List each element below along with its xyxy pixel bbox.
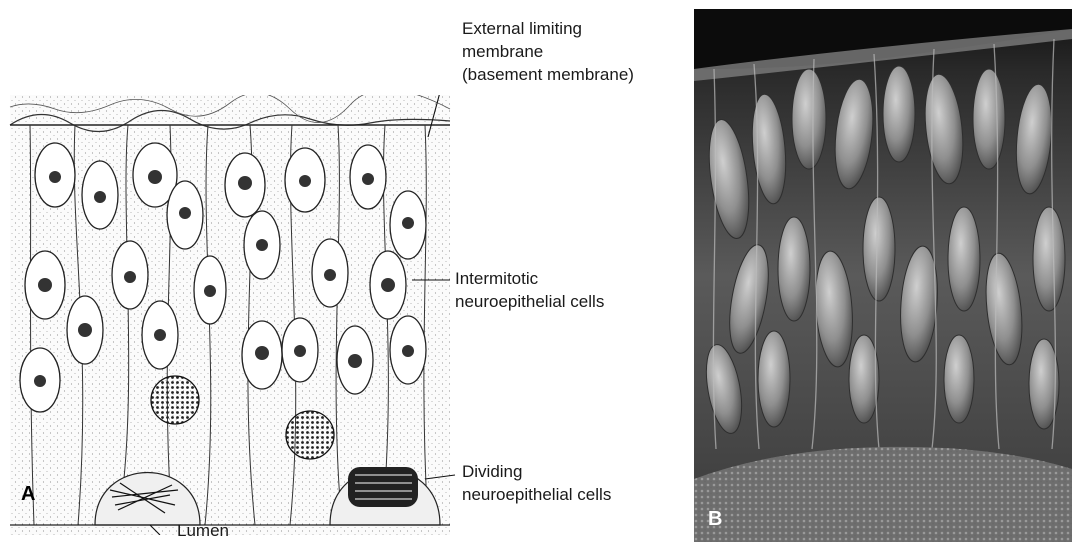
panel-a-letter: A (21, 483, 35, 506)
label-intermitotic-line1: Intermitotic (455, 269, 538, 289)
label-external-limiting-line2: membrane (462, 42, 543, 62)
label-dividing-line1: Dividing (462, 462, 522, 482)
panel-b-micrograph (694, 9, 1072, 542)
label-external-limiting-line1: External limiting (462, 19, 582, 39)
label-dividing-line2: neuroepithelial cells (462, 485, 611, 505)
label-lumen: Lumen (177, 521, 229, 541)
panel-b-letter: B (708, 508, 722, 531)
panel-a-drawing (0, 95, 460, 535)
label-intermitotic-line2: neuroepithelial cells (455, 292, 604, 312)
label-external-limiting-line3: (basement membrane) (462, 65, 634, 85)
